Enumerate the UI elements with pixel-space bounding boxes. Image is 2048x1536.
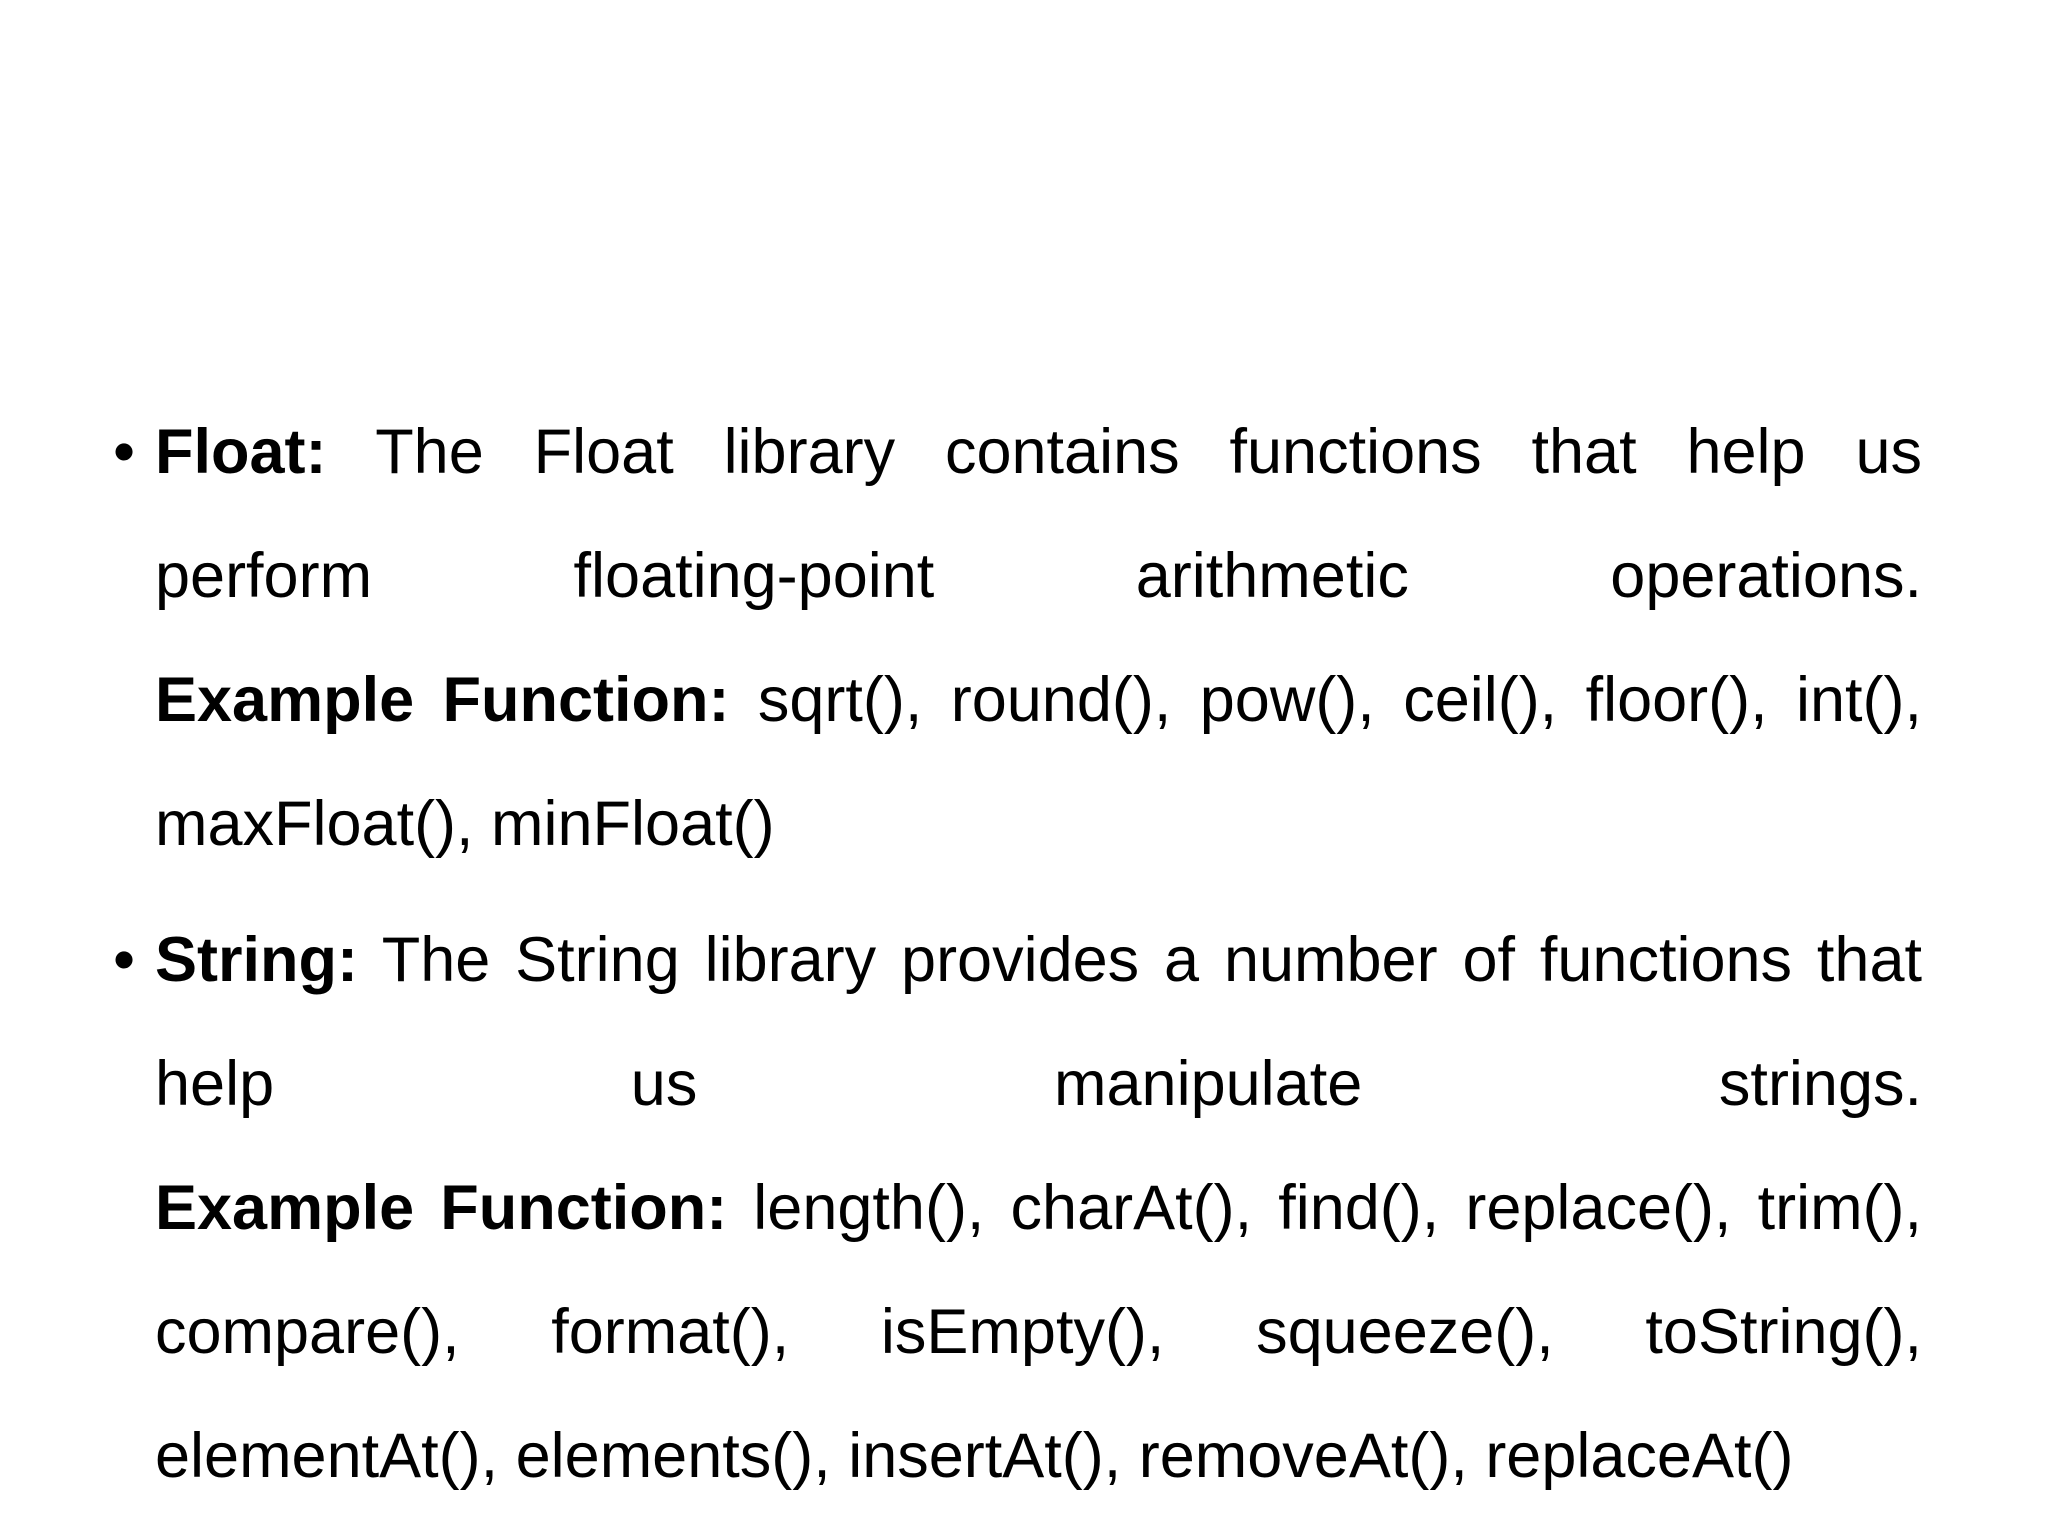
bullet-item-string: • String: The String library provides a …: [113, 898, 1922, 1518]
line-text: The Float library contains functions tha…: [326, 417, 1922, 487]
text-line: String: The String library provides a nu…: [155, 898, 1922, 1022]
line-text: help us manipulate strings.: [155, 1049, 1922, 1119]
bullet-marker: •: [113, 417, 136, 487]
text-line: maxFloat(), minFloat(): [155, 762, 1922, 886]
line-text: maxFloat(), minFloat(): [155, 789, 775, 859]
line-text: perform floating-point arithmetic operat…: [155, 541, 1922, 611]
bold-lead: String:: [155, 925, 358, 995]
slide-text-block: • Float: The Float library contains func…: [113, 390, 1922, 1518]
text-line: Example Function: sqrt(), round(), pow()…: [155, 638, 1922, 762]
bullet-marker: •: [113, 925, 136, 995]
text-line: help us manipulate strings.: [155, 1022, 1922, 1146]
line-text: elementAt(), elements(), insertAt(), rem…: [155, 1421, 1794, 1491]
line-text: length(), charAt(), find(), replace(), t…: [727, 1173, 1923, 1243]
text-line: elementAt(), elements(), insertAt(), rem…: [155, 1394, 1922, 1518]
text-line: perform floating-point arithmetic operat…: [155, 514, 1922, 638]
text-line: Float: The Float library contains functi…: [155, 390, 1922, 514]
bullet-string-lines: String: The String library provides a nu…: [155, 898, 1922, 1518]
bullet-float-lines: Float: The Float library contains functi…: [155, 390, 1922, 886]
bold-lead: Float:: [155, 417, 327, 487]
bullet-item-float: • Float: The Float library contains func…: [113, 390, 1922, 886]
bold-lead: Example Function:: [155, 665, 730, 735]
bold-lead: Example Function:: [155, 1173, 728, 1243]
line-text: sqrt(), round(), pow(), ceil(), floor(),…: [729, 665, 1923, 735]
line-text: compare(), format(), isEmpty(), squeeze(…: [155, 1297, 1922, 1367]
line-text: The String library provides a number of …: [357, 925, 1922, 995]
text-line: Example Function: length(), charAt(), fi…: [155, 1146, 1922, 1270]
text-line: compare(), format(), isEmpty(), squeeze(…: [155, 1270, 1922, 1394]
